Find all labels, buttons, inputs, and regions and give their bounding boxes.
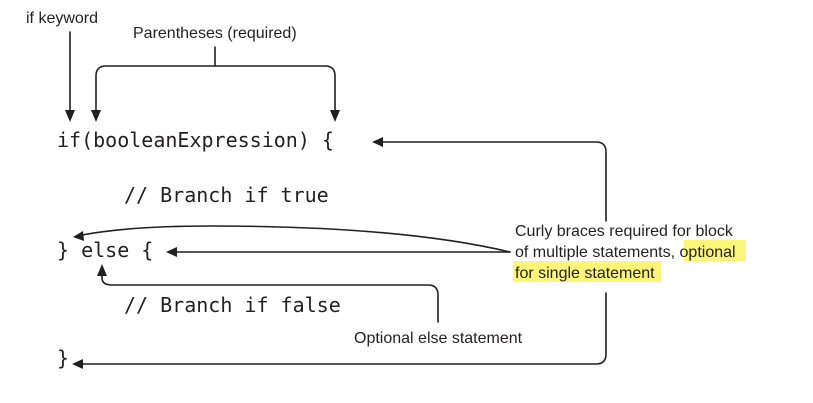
code-line-branch-true: // Branch if true	[124, 183, 329, 207]
curly-braces-label-line1: Curly braces required for block	[515, 223, 734, 240]
curly-braces-label-line3: for single statement	[515, 265, 655, 282]
optional-else-label: Optional else statement	[354, 330, 523, 347]
code-line-if: if(booleanExpression) {	[57, 128, 334, 152]
optional-highlight-1	[684, 240, 746, 261]
curly-braces-label-plain: of multiple statements,	[515, 244, 675, 261]
code-line-branch-false: // Branch if false	[124, 293, 341, 317]
curly-braces-label-optional: optional	[680, 244, 736, 261]
if-keyword-label: if keyword	[26, 10, 98, 27]
curly-braces-label-line2: of multiple statements, optional	[515, 244, 736, 261]
parentheses-label: Parentheses (required)	[133, 25, 297, 42]
curly-braces-connector	[72, 137, 607, 369]
code-line-else: } else {	[57, 238, 153, 262]
if-keyword-arrow	[65, 31, 75, 122]
code-line-close: }	[57, 346, 69, 370]
parentheses-bracket	[91, 46, 340, 122]
optional-highlight-2	[513, 261, 661, 282]
optional-else-arrow	[97, 264, 439, 323]
